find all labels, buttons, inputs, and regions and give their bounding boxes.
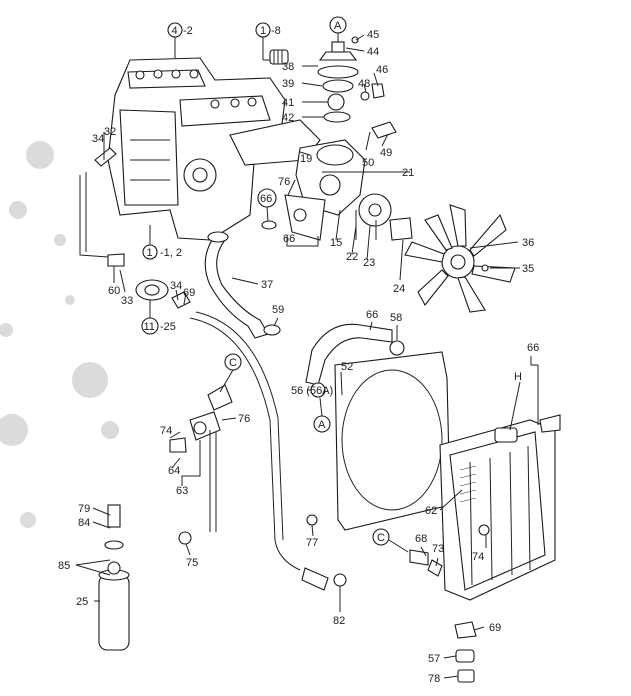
hose-left-pipes xyxy=(79,147,301,571)
part-label: 85 xyxy=(58,560,70,572)
thermostat-housing: A xyxy=(317,16,397,139)
drain-assembly xyxy=(169,384,490,683)
part-label: 64 xyxy=(168,465,180,477)
part-label: 69 xyxy=(183,287,195,299)
upper-hose-58 xyxy=(305,323,405,398)
part-label: 63 xyxy=(176,485,188,497)
callout-C-right: C xyxy=(372,528,409,553)
part-label: 49 xyxy=(380,147,392,159)
part-label: 79 xyxy=(78,503,90,515)
part-label: 52 xyxy=(341,361,353,373)
hose-fitting-8 xyxy=(269,49,289,65)
part-label: 68 xyxy=(415,533,427,545)
svg-text:11: 11 xyxy=(144,321,155,333)
part-label: 50 xyxy=(362,157,374,169)
svg-text:4: 4 xyxy=(172,25,178,37)
part-label: 60 xyxy=(108,285,120,297)
part-label: 59 xyxy=(272,304,284,316)
part-label: 66 xyxy=(283,233,295,245)
lower-hose-60 xyxy=(204,231,269,339)
part-label: 66 xyxy=(527,342,539,354)
part-label: 34 xyxy=(170,280,182,292)
svg-text:-2: -2 xyxy=(183,25,193,37)
part-label: 73 xyxy=(432,543,444,555)
svg-text:A: A xyxy=(318,419,326,431)
part-number-labels: 45 44 38 39 48 46 41 42 34 32 19 50 49 2… xyxy=(58,29,539,685)
part-label: 74 xyxy=(472,551,484,563)
radiator-core xyxy=(439,414,561,601)
callout-66: 66 xyxy=(257,188,281,336)
callout-A-mid: A xyxy=(313,397,331,433)
callout-4-2: 4 -2 xyxy=(167,22,193,58)
callout-1-1-2: 1 -1, 2 xyxy=(142,225,182,260)
svg-text:1: 1 xyxy=(260,25,266,37)
part-label: 84 xyxy=(78,517,90,529)
part-label: 76 xyxy=(238,413,250,425)
svg-text:-8: -8 xyxy=(271,25,281,37)
part-label: 77 xyxy=(306,537,318,549)
part-label: 34 xyxy=(92,133,104,145)
part-label: 62 xyxy=(425,505,437,517)
part-label: 58 xyxy=(390,312,402,324)
part-label: 66 xyxy=(366,309,378,321)
part-label: 39 xyxy=(282,78,294,90)
part-label: 19 xyxy=(300,153,312,165)
part-label: 38 xyxy=(282,61,294,73)
part-label: 41 xyxy=(282,97,294,109)
part-label: 57 xyxy=(428,653,440,665)
reserve-tank xyxy=(98,504,130,651)
callout-1-8: 1 -8 xyxy=(255,22,281,61)
part-label: 32 xyxy=(104,126,116,138)
part-label: 45 xyxy=(367,29,379,41)
leader-lines xyxy=(75,34,539,679)
callout-C-left: C xyxy=(219,353,242,393)
radiator-shroud xyxy=(334,351,451,531)
svg-text:C: C xyxy=(229,357,237,369)
part-label: 44 xyxy=(367,46,379,58)
part-label: 42 xyxy=(282,112,294,124)
engine-block xyxy=(107,57,321,241)
part-label: 24 xyxy=(393,283,405,295)
svg-text:1: 1 xyxy=(147,247,153,259)
svg-text:A: A xyxy=(334,20,342,32)
part-label: 74 xyxy=(160,425,172,437)
part-label: 23 xyxy=(363,257,375,269)
part-label: 25 xyxy=(76,596,88,608)
part-label: 33 xyxy=(121,295,133,307)
cooling-fan xyxy=(404,204,516,313)
part-label: 36 xyxy=(522,237,534,249)
part-label: 82 xyxy=(333,615,345,627)
part-label: 21 xyxy=(402,167,414,179)
part-label: 46 xyxy=(376,64,388,76)
svg-text:66: 66 xyxy=(260,193,272,205)
part-label: 78 xyxy=(428,673,440,685)
svg-text:-25: -25 xyxy=(160,321,176,333)
part-label: 75 xyxy=(186,557,198,569)
part-label: 56 (56A) xyxy=(291,385,333,397)
svg-text:-1, 2: -1, 2 xyxy=(160,247,182,259)
water-pump xyxy=(284,139,413,241)
part-label: 22 xyxy=(346,251,358,263)
part-label: 69 xyxy=(489,622,501,634)
callout-11-25: 11 -25 xyxy=(141,300,176,335)
scan-noise xyxy=(0,141,119,528)
part-label: H xyxy=(514,371,522,383)
part-label: 37 xyxy=(261,279,273,291)
svg-text:C: C xyxy=(377,532,385,544)
part-label: 35 xyxy=(522,263,534,275)
part-label: 76 xyxy=(278,176,290,188)
part-label: 48 xyxy=(358,78,370,90)
part-label: 15 xyxy=(330,237,342,249)
